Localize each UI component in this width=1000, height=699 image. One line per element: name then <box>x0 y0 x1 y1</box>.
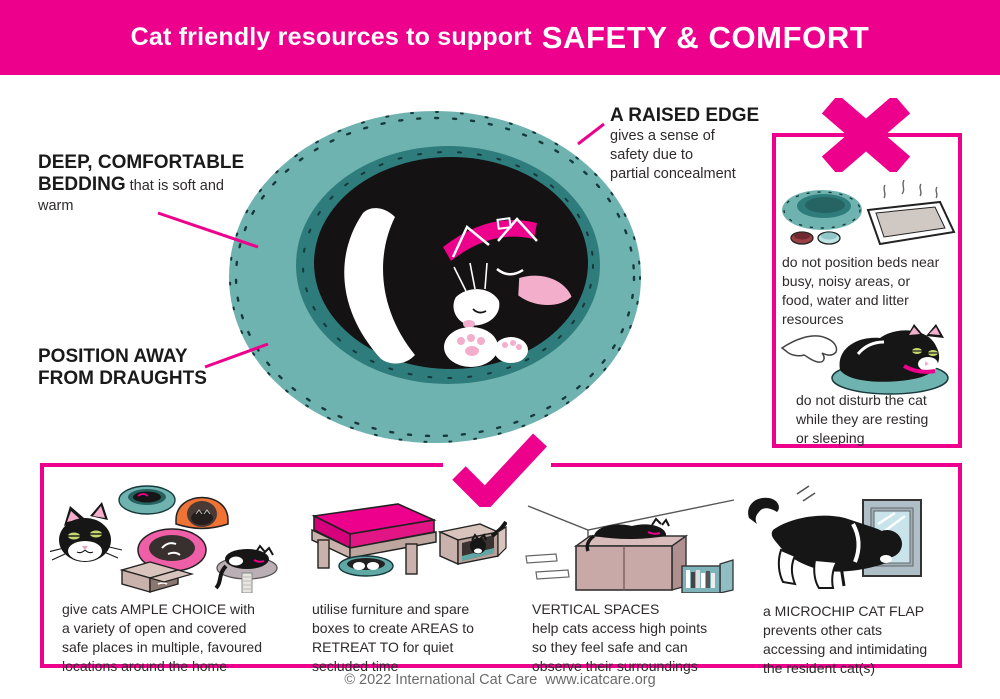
cat-on-high-furniture-illustration <box>524 478 739 598</box>
dont-panel <box>772 133 962 448</box>
callout-deep-bedding-body: that is soft and warm <box>38 178 224 214</box>
callout-position-draughts: POSITION AWAY FROM DRAUGHTS <box>38 346 248 391</box>
callout-deep-bedding-title: DEEP, COMFORTABLE BEDDING <box>38 152 245 196</box>
do-item-4-text: a MICROCHIP CAT FLAP prevents other cats… <box>763 603 928 677</box>
do-item-1-text: give cats AMPLE CHOICE with a variety of… <box>62 601 262 675</box>
callout-raised-edge: A RAISED EDGE gives a sense of safety du… <box>610 105 780 183</box>
microchip-cat-flap-illustration <box>745 478 955 598</box>
page-title-emphasis: SAFETY & COMFORT <box>541 19 870 55</box>
do-item-3-text: VERTICAL SPACES help cats access high po… <box>532 601 708 675</box>
callout-raised-edge-body: gives a sense of safety due to partial c… <box>610 128 736 182</box>
callout-deep-bedding: DEEP, COMFORTABLE BEDDING that is soft a… <box>38 152 260 215</box>
check-border-gap <box>443 460 551 471</box>
hand-disturbing-resting-cat-illustration <box>778 314 958 401</box>
do-item-2-text: utilise furniture and spare boxes to cre… <box>312 601 474 675</box>
furniture-and-box-retreats-illustration <box>302 488 508 601</box>
dont-item-2-text: do not disturb the cat while they are re… <box>796 392 929 447</box>
dont-item-1-text: do not position beds near busy, noisy ar… <box>782 254 940 328</box>
check-icon <box>452 433 547 513</box>
variety-of-beds-and-hideaways-illustration <box>47 478 285 598</box>
page-title: Cat friendly resources to support <box>130 23 532 51</box>
header-banner: Cat friendly resources to support SAFETY… <box>0 0 1000 75</box>
footer-credit: © 2022 International Cat Care www.icatca… <box>344 672 656 688</box>
cat-bed-illustration <box>215 95 655 460</box>
bed-near-food-and-litter-illustration <box>780 179 958 255</box>
cross-icon <box>816 94 916 177</box>
callout-raised-edge-title: A RAISED EDGE <box>610 105 760 126</box>
callout-position-draughts-title: POSITION AWAY FROM DRAUGHTS <box>38 346 207 390</box>
